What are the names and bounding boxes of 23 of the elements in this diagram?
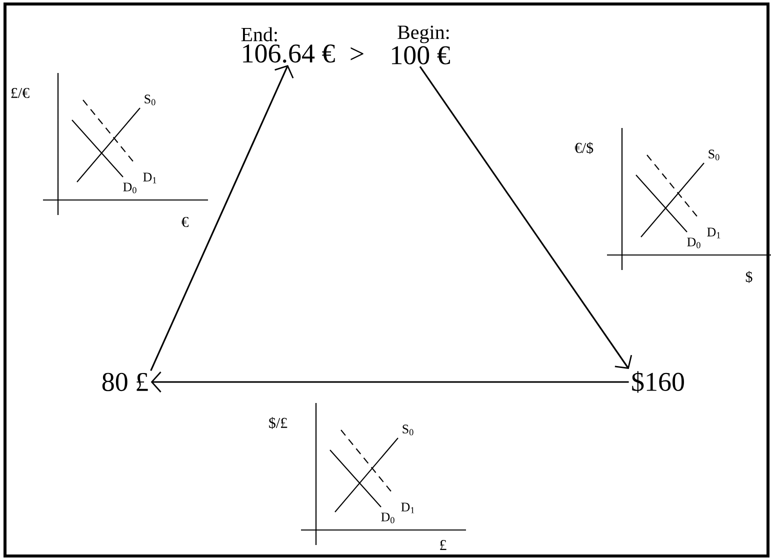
curve-label: D$_{0}$	[123, 182, 136, 194]
curve-label: S$_{0}$	[402, 424, 414, 436]
curve-label: D$_{1}$	[707, 228, 720, 238]
curve-label: D$_{1}$	[143, 172, 156, 184]
value-label: Begin: 100 €	[392, 26, 450, 64]
value-label: $160	[632, 371, 684, 393]
arrow	[150, 372, 629, 392]
axis-label: €/$	[574, 142, 594, 154]
curve-label: S$_{0}$	[144, 94, 156, 106]
value-label: End: 106.64 €	[241, 27, 335, 63]
axis-label: $/£	[269, 417, 288, 429]
arrow	[150, 64, 294, 372]
axis-label: £	[440, 540, 446, 550]
axis-label: $	[746, 271, 752, 283]
curve-label: D$_{0}$	[687, 238, 700, 248]
curve-label: S$_{0}$	[708, 150, 720, 160]
curve-label: D$_{0}$	[381, 512, 394, 524]
curve-label: D$_{1}$	[401, 502, 414, 514]
value-label: 80 £	[102, 372, 148, 392]
comparison-sign: >	[350, 47, 364, 60]
axis-label: €	[181, 216, 189, 228]
axis-label: £/€	[11, 88, 30, 98]
arrow	[419, 66, 632, 369]
